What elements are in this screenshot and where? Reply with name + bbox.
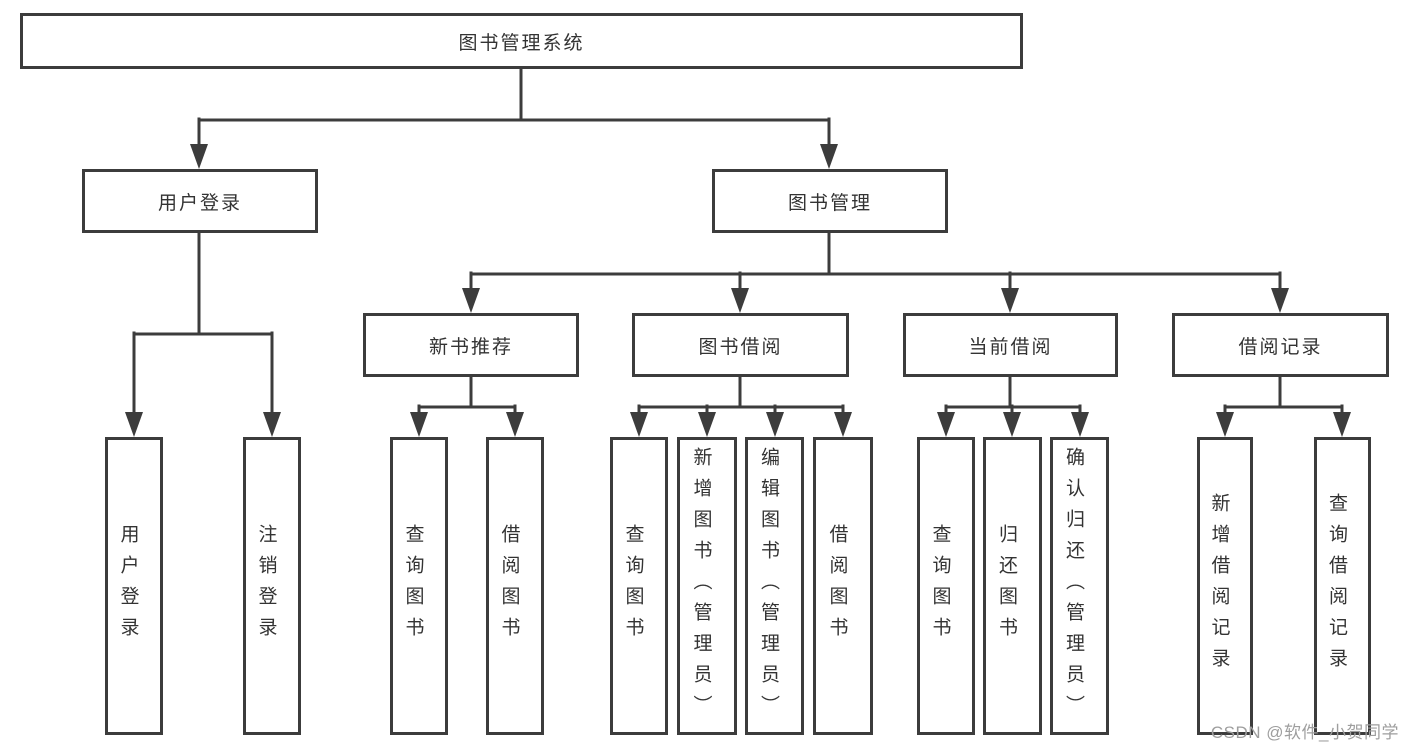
leaf-borrow-book: 借阅图书: [813, 437, 873, 735]
leaf-user-login: 用户登录: [105, 437, 163, 735]
connector-root-to-level2: [197, 66, 831, 154]
leaf-add-book-admin: 新增图书（管理员）: [677, 437, 737, 735]
leaf-query-book-recommend: 查询图书: [390, 437, 448, 735]
node-system-root: 图书管理系统: [20, 13, 1023, 69]
node-user-login: 用户登录: [82, 169, 318, 233]
connector-book-management-children: [469, 231, 1282, 298]
leaf-add-borrow-record: 新增借阅记录: [1197, 437, 1253, 735]
arrowheads: [125, 144, 1351, 437]
leaf-query-book-current: 查询图书: [917, 437, 975, 735]
leaf-add-book-admin-label: 新增图书（管理员）: [690, 446, 712, 726]
node-book-management: 图书管理: [712, 169, 948, 233]
leaf-logout: 注销登录: [243, 437, 301, 735]
leaf-return-book: 归还图书: [983, 437, 1042, 735]
node-current-borrow: 当前借阅: [903, 313, 1118, 377]
node-new-book-recommend: 新书推荐: [363, 313, 579, 377]
node-book-borrow: 图书借阅: [632, 313, 849, 377]
node-book-management-label: 图书管理: [787, 192, 872, 214]
leaf-query-book-recommend-label: 查询图书: [402, 524, 424, 648]
leaf-return-book-label: 归还图书: [996, 524, 1017, 648]
leaf-query-borrow-record-label: 查询借阅记录: [1326, 493, 1347, 679]
leaf-query-borrow-record: 查询借阅记录: [1314, 437, 1371, 735]
leaf-borrow-book-recommend-label: 借阅图书: [498, 524, 520, 648]
leaf-edit-book-admin: 编辑图书（管理员）: [745, 437, 804, 735]
leaf-confirm-return-admin: 确认归还（管理员）: [1050, 437, 1109, 735]
node-system-root-label: 图书管理系统: [458, 32, 585, 54]
connector-new-book-children: [417, 374, 517, 422]
leaf-user-login-label: 用户登录: [117, 524, 139, 648]
node-borrow-records: 借阅记录: [1172, 313, 1389, 377]
connector-borrow-records-children: [1223, 374, 1344, 422]
watermark-text: CSDN @软件_小贺同学: [1210, 723, 1399, 742]
leaf-borrow-book-recommend: 借阅图书: [486, 437, 544, 735]
leaf-borrow-book-label: 借阅图书: [826, 524, 848, 648]
node-book-borrow-label: 图书借阅: [698, 336, 783, 358]
leaf-query-book-borrow: 查询图书: [610, 437, 668, 735]
leaf-logout-label: 注销登录: [255, 524, 277, 648]
leaf-query-book-current-label: 查询图书: [929, 524, 951, 648]
leaf-edit-book-admin-label: 编辑图书（管理员）: [758, 446, 779, 726]
node-user-login-label: 用户登录: [157, 192, 242, 214]
leaf-confirm-return-admin-label: 确认归还（管理员）: [1063, 446, 1084, 726]
node-current-borrow-label: 当前借阅: [968, 336, 1053, 358]
connector-user-login-children: [132, 230, 274, 422]
connector-book-borrow-children: [637, 374, 845, 422]
leaf-query-book-borrow-label: 查询图书: [622, 524, 644, 648]
leaf-add-borrow-record-label: 新增借阅记录: [1208, 493, 1230, 679]
node-new-book-recommend-label: 新书推荐: [428, 336, 513, 358]
node-borrow-records-label: 借阅记录: [1238, 336, 1323, 358]
